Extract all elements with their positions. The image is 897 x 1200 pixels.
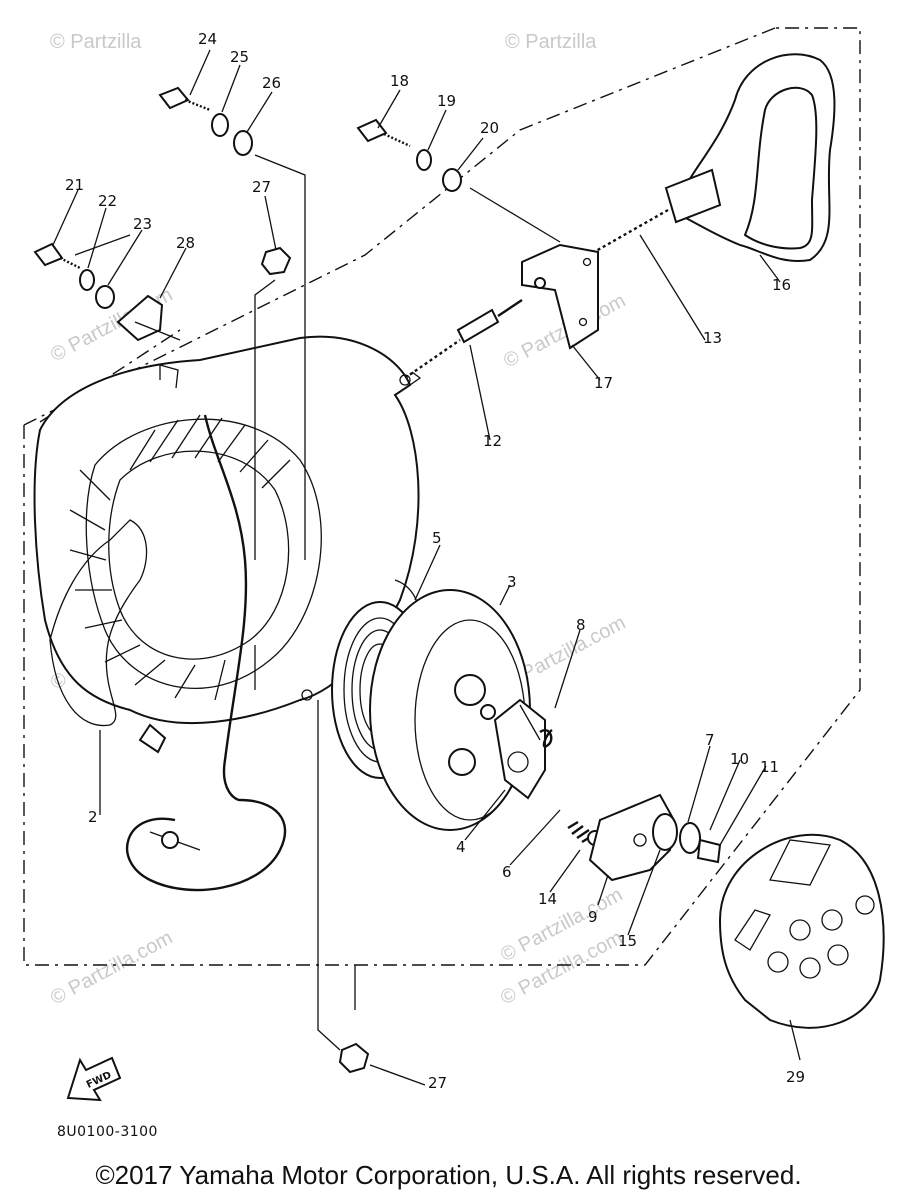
callout-2: 2 [88, 808, 98, 826]
spacer-stack [652, 813, 722, 864]
callout-13: 13 [703, 329, 722, 347]
starter-cover [718, 833, 885, 1029]
callout-25: 25 [230, 48, 249, 66]
callout-29: 29 [786, 1068, 805, 1086]
plate-28 [116, 294, 164, 342]
callout-15: 15 [618, 932, 637, 950]
pull-handle [664, 53, 836, 262]
cord-loop [125, 414, 287, 892]
watermark: © Partzilla.com [47, 927, 176, 1010]
callout-27-top: 27 [252, 178, 271, 196]
callout-10: 10 [730, 750, 749, 768]
nut-27-bottom [338, 1042, 370, 1074]
drive-plate [588, 793, 677, 882]
callout-19: 19 [437, 92, 456, 110]
callout-21: 21 [65, 176, 84, 194]
assembly-boundary [23, 27, 861, 966]
leader-lines [74, 154, 561, 1051]
callout-28: 28 [176, 234, 195, 252]
callout-20: 20 [480, 119, 499, 137]
forward-arrow-icon: FWD [66, 1056, 122, 1102]
callout-24: 24 [198, 30, 217, 48]
callouts: 24 25 26 18 19 20 21 22 23 27 28 16 13 1… [65, 30, 805, 1092]
callout-6: 6 [502, 863, 512, 881]
callout-26: 26 [262, 74, 281, 92]
bolt-24-washers [158, 86, 253, 156]
callout-8: 8 [576, 616, 586, 634]
callout-18: 18 [390, 72, 409, 90]
starter-pawl [493, 698, 553, 800]
callout-23: 23 [133, 215, 152, 233]
starter-cable [404, 299, 523, 379]
starter-pulley [369, 589, 531, 831]
callout-16: 16 [772, 276, 791, 294]
callout-leaders [52, 49, 801, 1086]
copyright-notice: ©2017 Yamaha Motor Corporation, U.S.A. A… [95, 1160, 802, 1190]
watermark: © Partzilla [50, 31, 142, 53]
callout-5: 5 [432, 529, 442, 547]
gasket [49, 519, 148, 727]
bolt-18-washers [356, 118, 462, 192]
callout-4: 4 [456, 838, 466, 856]
callout-17: 17 [594, 374, 613, 392]
callout-27-bottom: 27 [428, 1074, 447, 1092]
part-code: 8U0100-3100 [57, 1124, 158, 1140]
cable-bracket [521, 243, 599, 350]
starter-case [33, 335, 422, 754]
callout-7: 7 [705, 731, 715, 749]
watermark: © Partzilla [505, 31, 597, 53]
callout-22: 22 [98, 192, 117, 210]
callout-9: 9 [588, 908, 598, 926]
bolt-21-washers [33, 242, 115, 309]
nut-27-top [260, 246, 292, 276]
callout-11: 11 [760, 758, 779, 776]
callout-3: 3 [507, 573, 517, 591]
callout-14: 14 [538, 890, 557, 908]
callout-12: 12 [483, 432, 502, 450]
